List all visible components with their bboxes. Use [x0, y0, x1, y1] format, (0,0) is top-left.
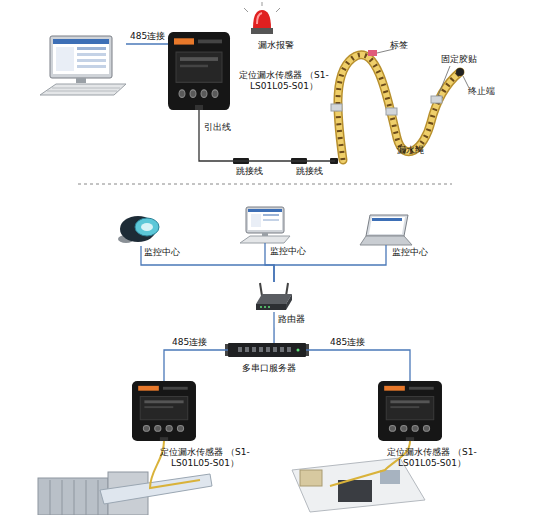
- connection-label: 485连接: [130, 31, 165, 42]
- node-label: 多串口服务器: [242, 363, 296, 374]
- node-label: 漏水绳: [397, 145, 424, 156]
- leak-sensor: 定位漏水传感器 （S1-LS01L05-S01）: [168, 32, 230, 110]
- cable-label: 跳接线: [236, 166, 263, 177]
- separator: [78, 184, 452, 185]
- serial-server-icon: [225, 343, 309, 357]
- connector: [306, 350, 410, 381]
- node-label: 定位漏水传感器 （S1-LS01L05-S01）: [159, 447, 251, 470]
- connector: [199, 110, 335, 161]
- connector: [126, 43, 168, 44]
- leak-sensor: 定位漏水传感器 （S1-LS01L05-S01）: [132, 381, 196, 441]
- node-label: 监控中心: [270, 246, 306, 257]
- alarm-light: [244, 2, 280, 34]
- node-label: 监控中心: [144, 247, 180, 258]
- sensor-device: [132, 381, 196, 441]
- computer-icon: [40, 36, 126, 95]
- leak-alarm: 漏水报警: [250, 8, 274, 34]
- connection-label: 485连接: [330, 337, 365, 348]
- node-label: 监控中心: [392, 247, 428, 258]
- node-label: 路由器: [278, 314, 305, 325]
- monitor-center: 监控中心: [118, 210, 164, 246]
- laptop-icon: [360, 215, 412, 245]
- computer-node: [38, 35, 126, 95]
- part-label: 标签: [390, 40, 408, 51]
- node-label: 定位漏水传感器 （S1-LS01L05-S01）: [386, 447, 478, 470]
- connector: [141, 246, 274, 282]
- connection-label: 485连接: [172, 337, 207, 348]
- computer-icon: [240, 207, 290, 243]
- leak-sensor: 定位漏水传感器 （S1-LS01L05-S01）: [378, 381, 442, 441]
- monitor-center: 监控中心: [360, 215, 412, 245]
- cable-label: 跳接线: [296, 166, 323, 177]
- monitor-icon: [118, 216, 159, 243]
- leak-rope-drawing: [331, 49, 469, 160]
- serial-server: 多串口服务器: [228, 343, 306, 357]
- connection-label: 引出线: [204, 122, 231, 133]
- node-label: 定位漏水传感器 （S1-LS01L05-S01）: [238, 70, 330, 93]
- connector: [273, 312, 274, 343]
- node-label: 漏水报警: [258, 40, 294, 51]
- monitor-center: 监控中心: [240, 207, 290, 243]
- part-label: 固定胶贴: [441, 54, 477, 65]
- sensor-device: [168, 32, 230, 110]
- router: 路由器: [256, 282, 292, 312]
- router-icon: [256, 283, 292, 310]
- sensor-device: [378, 381, 442, 441]
- part-label: 终止端: [468, 86, 495, 97]
- connector: [164, 350, 228, 381]
